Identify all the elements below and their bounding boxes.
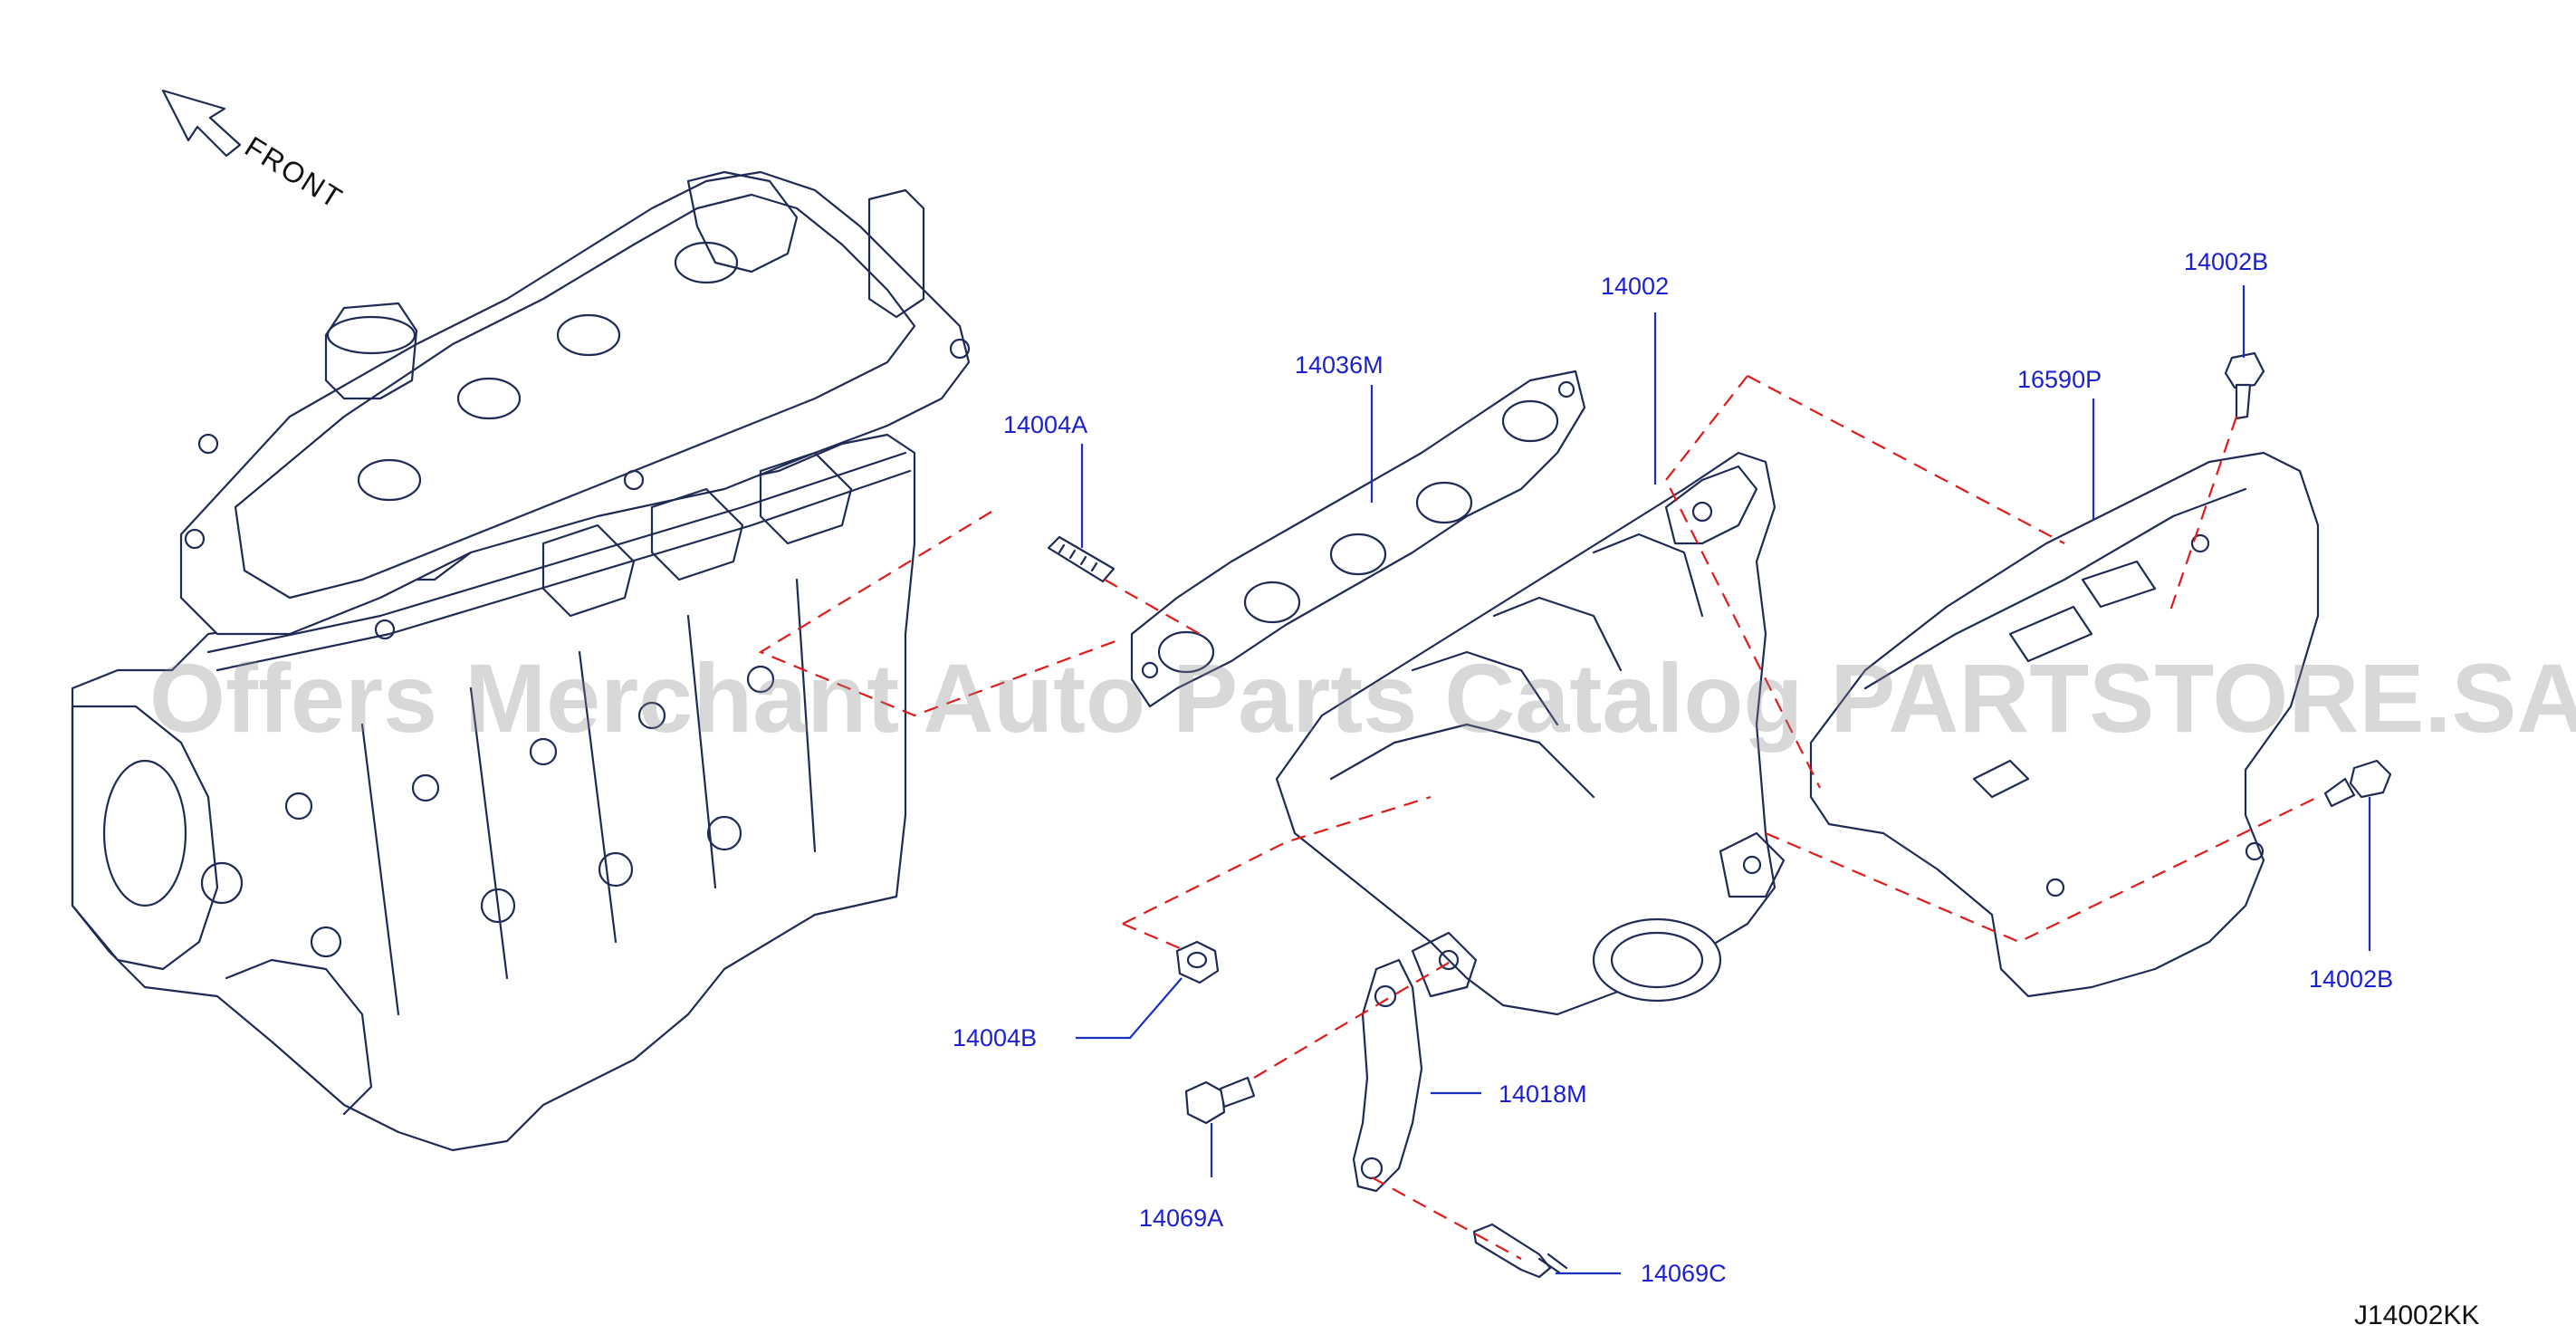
front-label: FRONT — [239, 130, 349, 215]
stud-14004a — [1047, 535, 1116, 583]
diagram-code: J14002KK — [2354, 1301, 2479, 1330]
callout-14069c[interactable]: 14069C — [1641, 1260, 1727, 1287]
callout-14018m[interactable]: 14018M — [1499, 1080, 1587, 1108]
heat-insulator-16590p — [1809, 451, 2320, 998]
watermark-text: Offers Merchant Auto Parts Catalog PARTS… — [149, 643, 2576, 753]
callout-14002b-right[interactable]: 14002B — [2309, 965, 2393, 993]
callout-14002[interactable]: 14002 — [1601, 273, 1669, 300]
leader-lines — [1076, 285, 2371, 1275]
assembly-lines — [758, 375, 2319, 1260]
exhaust-manifold-14002 — [1275, 451, 1786, 1016]
callout-14004a[interactable]: 14004A — [1003, 411, 1087, 438]
bracket-14018m — [1352, 958, 1423, 1193]
callout-14004b[interactable]: 14004B — [953, 1024, 1037, 1051]
bolt-14069a — [1184, 1076, 1256, 1125]
bolt-14002b-top — [2224, 351, 2265, 420]
nut-14004b — [1175, 940, 1220, 984]
engine-block — [71, 170, 971, 1152]
callout-14002b-top[interactable]: 14002B — [2184, 248, 2268, 275]
front-arrow-icon — [161, 89, 242, 158]
callout-14069a[interactable]: 14069A — [1139, 1205, 1223, 1232]
gasket-14036m — [1130, 370, 1586, 708]
bolt-14002b-right — [2323, 759, 2392, 808]
callout-14036m[interactable]: 14036M — [1295, 351, 1384, 379]
callout-16590p[interactable]: 16590P — [2017, 366, 2102, 393]
stud-14069c — [1472, 1223, 1568, 1279]
